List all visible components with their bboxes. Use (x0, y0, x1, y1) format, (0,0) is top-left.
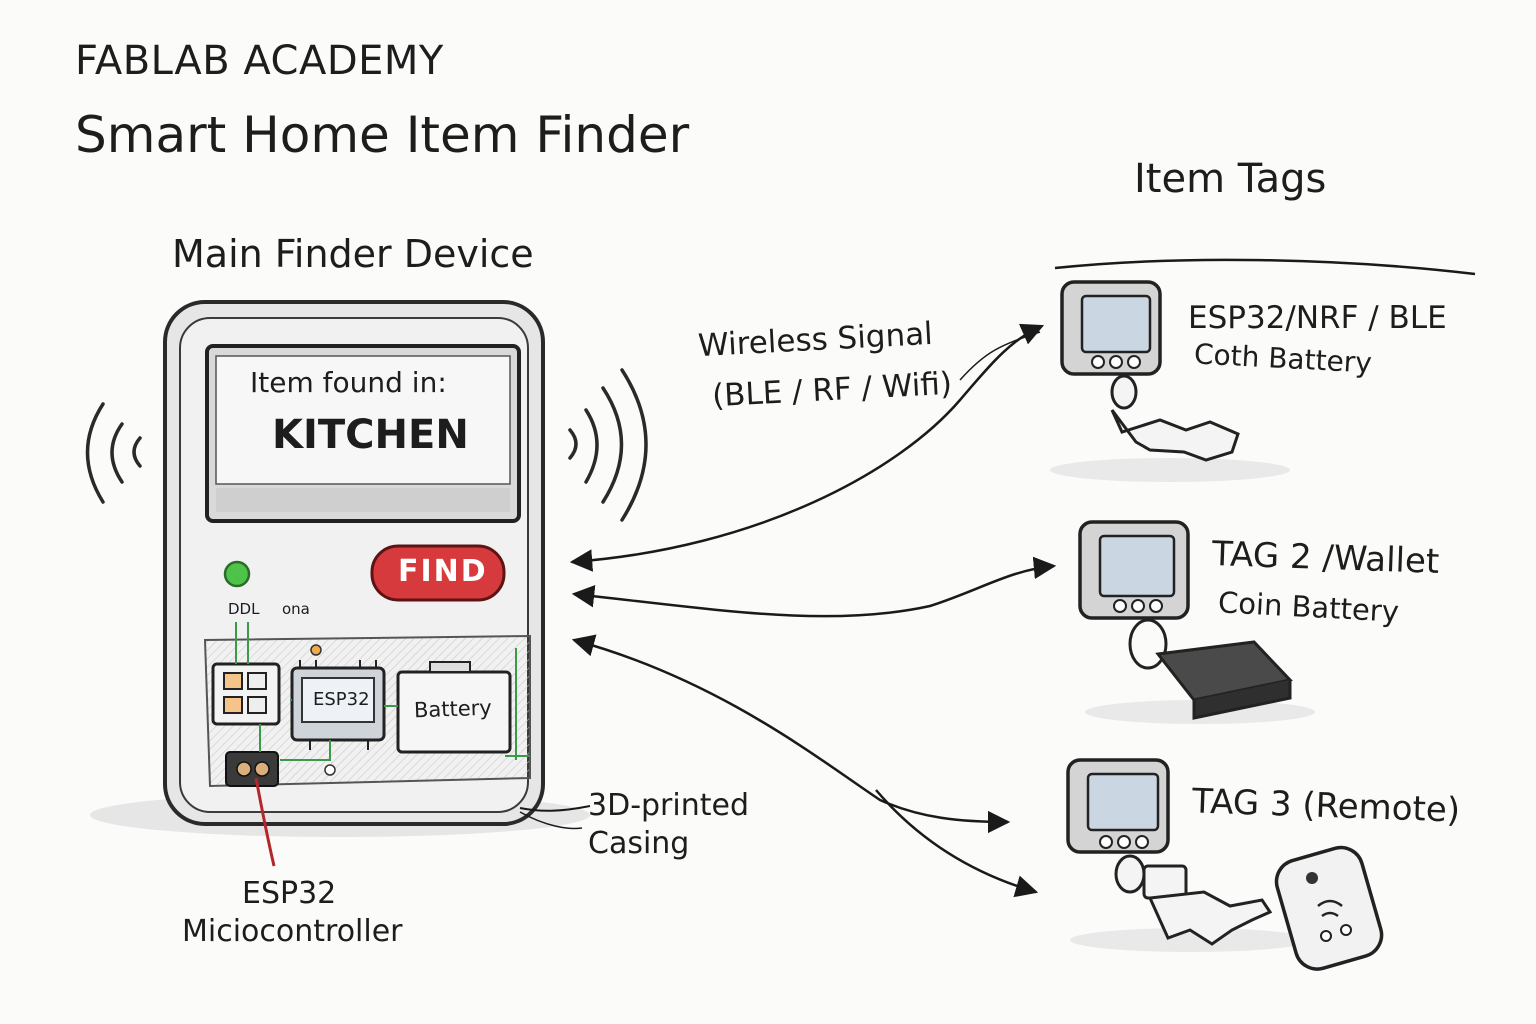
main-device-label: Main Finder Device (172, 232, 534, 276)
find-button-label[interactable]: FIND (398, 554, 488, 589)
page-title: Smart Home Item Finder (75, 106, 690, 164)
device-screen (205, 344, 521, 523)
signal-arrows (569, 323, 1057, 898)
arrow-tag2 (571, 556, 1057, 618)
tag-1-device (1050, 280, 1290, 482)
power-connector (225, 751, 279, 787)
chip-label: ESP32 (313, 689, 370, 710)
pin-label-1: DDL (228, 600, 260, 618)
screen-status-label: Item found in: (250, 366, 447, 399)
pin-label-2: ona (282, 600, 310, 618)
brand-heading: FABLAB ACADEMY (75, 38, 444, 84)
screen-room-value: KITCHEN (272, 412, 469, 458)
arrow-tag1 (569, 323, 1045, 572)
tag-3-keys-icon (1114, 854, 1273, 946)
status-led (223, 560, 251, 588)
tag-3-device (1066, 758, 1310, 952)
casing-label-line1: 3D-printed (588, 788, 750, 823)
arrow-tag3b (875, 789, 1039, 898)
mcu-label-line1: ESP32 (242, 876, 337, 911)
battery-label: Battery (413, 695, 493, 723)
find-button[interactable] (370, 544, 506, 602)
right-signal-icon (568, 368, 648, 522)
item-tags-heading: Item Tags (1134, 156, 1327, 202)
wallet-icon (1128, 618, 1293, 720)
relay-module (211, 662, 281, 726)
arrow-tag3a (571, 634, 1011, 834)
remote-icon (1274, 845, 1384, 971)
casing-label-line2: Casing (588, 826, 690, 861)
electronics-panel (203, 622, 531, 788)
keys-icon (1110, 374, 1240, 462)
tags-heading-underline (1054, 258, 1476, 276)
mcu-label-line2: Miciocontroller (182, 914, 403, 949)
tag-1-title: ESP32/NRF / BLE (1188, 300, 1447, 336)
left-signal-icon (85, 402, 142, 504)
main-finder-device (90, 300, 590, 867)
tag-2-title: TAG 2 /Wallet (1211, 534, 1440, 582)
